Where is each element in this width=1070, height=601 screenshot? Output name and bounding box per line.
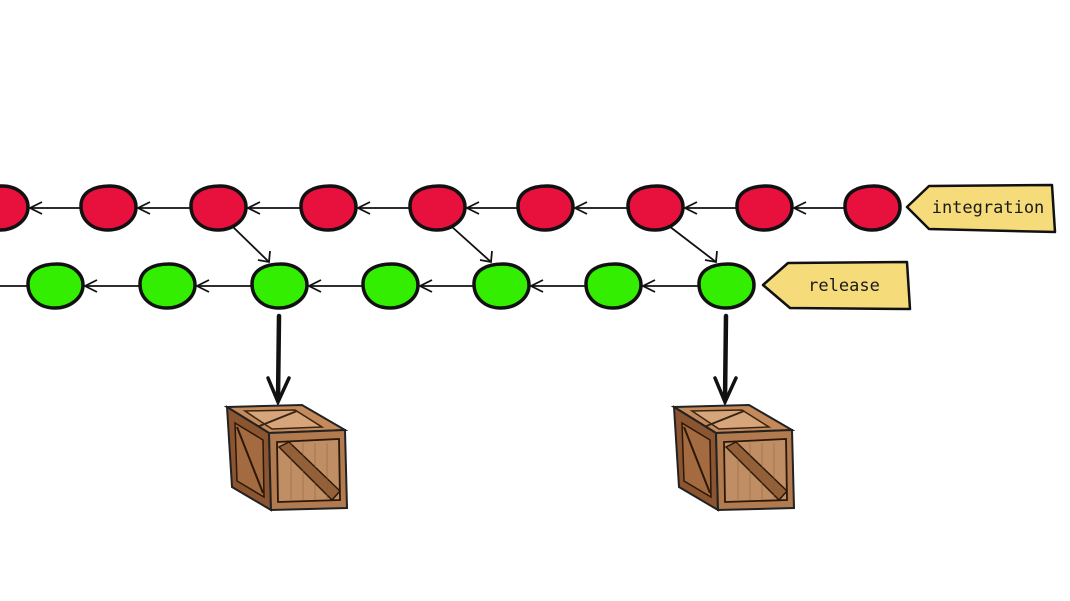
release-branch-tag[interactable]: release: [761, 260, 912, 311]
release-parent-arrow: [0, 285, 27, 287]
integration-commit[interactable]: [189, 184, 248, 232]
commits-layer: [0, 184, 902, 310]
integration-commit[interactable]: [626, 184, 685, 232]
release-commit[interactable]: [472, 262, 531, 310]
release-deploy-arrow: [713, 313, 738, 407]
merge-arrow: [668, 225, 718, 264]
merge-arrow: [450, 225, 493, 264]
release-commit[interactable]: [250, 262, 309, 310]
release-parent-arrow: [417, 279, 473, 293]
merge-arrow: [231, 225, 271, 264]
integration-tag-label: integration: [932, 198, 1045, 218]
release-deploy-arrow: [266, 313, 291, 407]
integration-parent-arrow: [245, 201, 300, 215]
integration-commit[interactable]: [843, 184, 902, 232]
integration-commit[interactable]: [79, 184, 138, 232]
integration-commit[interactable]: [0, 184, 30, 232]
release-commit[interactable]: [138, 262, 197, 310]
release-commit[interactable]: [26, 262, 85, 310]
crate-icon: [670, 403, 796, 512]
release-tag-label: release: [808, 276, 880, 296]
integration-parent-arrow: [464, 201, 517, 215]
integration-commit[interactable]: [735, 184, 794, 232]
crate-icon: [223, 403, 349, 512]
integration-branch-tag[interactable]: integration: [905, 183, 1057, 234]
release-parent-arrow: [194, 279, 251, 293]
integration-parent-arrow: [682, 201, 736, 215]
integration-parent-arrow: [27, 201, 80, 215]
release-commit[interactable]: [584, 262, 643, 310]
integration-parent-arrow: [572, 201, 627, 215]
release-commit[interactable]: [697, 262, 756, 310]
arrows-layer: [0, 201, 844, 407]
release-tag-shape: [761, 260, 912, 311]
crates-layer: [223, 403, 796, 512]
release-parent-arrow: [528, 279, 585, 293]
integration-commit[interactable]: [516, 184, 575, 232]
integration-parent-arrow: [791, 201, 844, 215]
integration-commit[interactable]: [299, 184, 358, 232]
integration-tag-shape: [905, 183, 1057, 234]
release-parent-arrow: [306, 279, 362, 293]
integration-parent-arrow: [135, 201, 190, 215]
integration-parent-arrow: [355, 201, 409, 215]
release-commit[interactable]: [361, 262, 420, 310]
integration-commit[interactable]: [408, 184, 467, 232]
release-parent-arrow: [82, 279, 139, 293]
release-parent-arrow: [640, 279, 698, 293]
